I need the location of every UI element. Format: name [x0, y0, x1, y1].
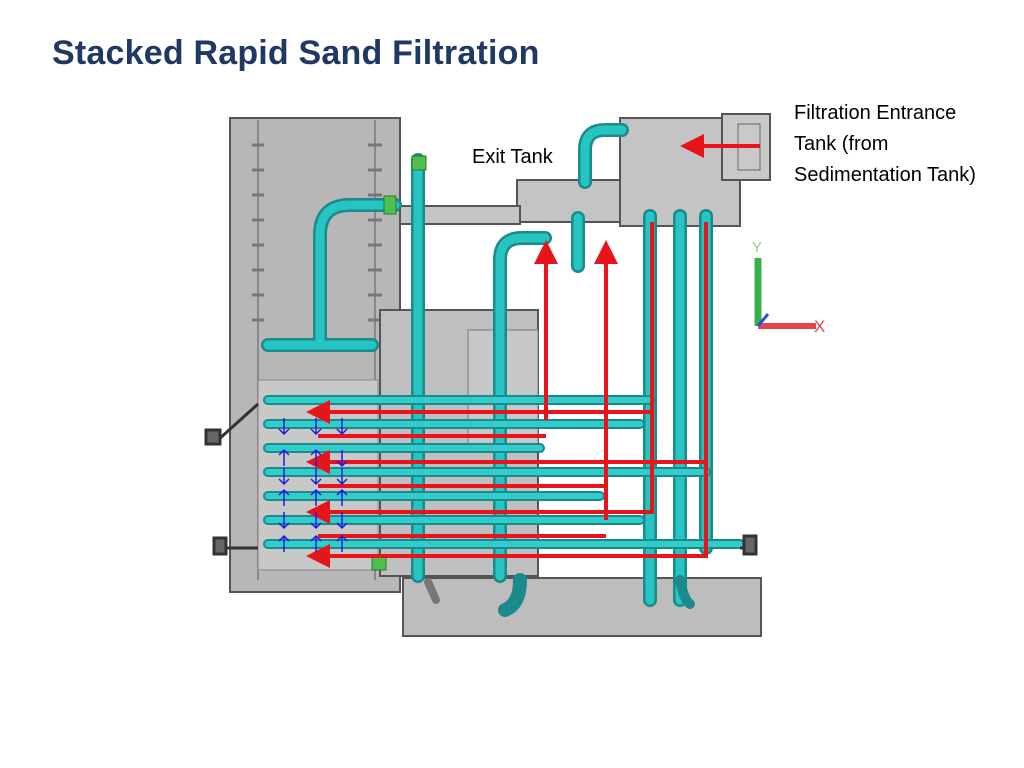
inlet-flow-4 [306, 462, 708, 568]
slide-title: Stacked Rapid Sand Filtration [52, 34, 540, 72]
entrance-tank-label-line-1: Filtration Entrance [794, 102, 957, 124]
entrance-tank-label-line-2: Tank (from [794, 133, 889, 155]
drain-valves [204, 402, 758, 556]
exit-tank [399, 179, 626, 225]
entrance-tank [619, 113, 771, 227]
flow-arrows [306, 134, 760, 568]
axis-y-label: Y [752, 239, 762, 256]
small-arrow-col-1 [278, 418, 290, 552]
entrance-tank-label-line-3: Sedimentation Tank) [794, 164, 976, 186]
green-fittings [371, 155, 427, 571]
axis-x-label: X [814, 317, 825, 336]
exit-tank-label: Exit Tank [472, 146, 553, 168]
filter-direction-arrows [278, 418, 348, 552]
small-arrow-col-2 [310, 418, 322, 552]
base-tank [402, 577, 762, 637]
axis-triad: Y X [752, 239, 825, 336]
small-arrow-col-3 [336, 418, 348, 552]
entrance-tank-label: Filtration Entrance Tank (from Sedimenta… [794, 98, 1019, 191]
inlet-flow-3 [306, 412, 654, 524]
